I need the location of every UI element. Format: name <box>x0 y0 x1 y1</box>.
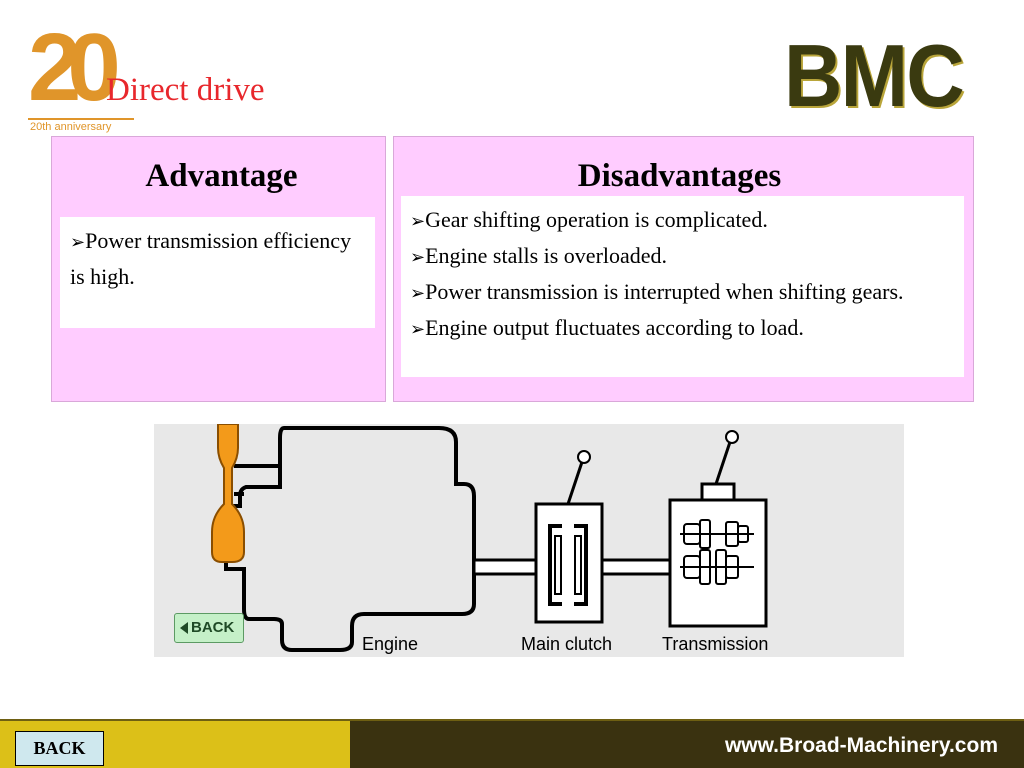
engine-label: Engine <box>362 634 418 654</box>
disadvantage-item: Power transmission is interrupted when s… <box>410 275 960 311</box>
clutch-lever <box>566 461 584 505</box>
clutch-plate-right <box>574 524 588 606</box>
clutch-plate-inner-right <box>574 535 582 595</box>
shift-lever <box>714 441 732 485</box>
diagram-back-label: BACK <box>191 619 235 636</box>
clutch-housing <box>534 502 604 624</box>
disadvantage-item: Engine stalls is overloaded. <box>410 239 960 275</box>
diagram-back-button[interactable]: BACK <box>174 613 244 643</box>
transmission-label: Transmission <box>662 634 768 654</box>
back-button[interactable]: BACK <box>15 731 104 766</box>
shift-lever-knob <box>725 430 739 444</box>
back-arrow-icon <box>180 622 188 634</box>
advantage-heading: Advantage <box>145 158 298 194</box>
throttle-lever <box>211 423 245 563</box>
clutch-plate-left <box>548 524 562 606</box>
transmission-cap <box>700 482 736 502</box>
lever-link <box>234 464 282 496</box>
drivetrain-diagram: Engine Main clutch Transmission <box>154 423 904 657</box>
output-shaft <box>472 558 538 576</box>
disadvantage-item: Gear shifting operation is complicated. <box>410 203 960 239</box>
clutch-label: Main clutch <box>521 634 612 654</box>
gear-set <box>680 519 754 585</box>
anniversary-logo: 20 <box>28 14 121 121</box>
drivetrain-svg: Engine Main clutch Transmission <box>211 423 768 654</box>
disadvantage-item: Engine output fluctuates according to lo… <box>410 311 960 347</box>
brand-logo: BMC <box>784 26 965 125</box>
advantage-item: Power transmission efficiency is high. <box>70 224 370 294</box>
disadvantages-list: Gear shifting operation is complicated. … <box>410 203 960 347</box>
website-url[interactable]: www.Broad-Machinery.com <box>724 734 998 757</box>
connecting-shaft <box>600 558 672 576</box>
page-title: Direct drive <box>106 72 265 108</box>
anniversary-logo-subtitle: 20th anniversary <box>28 118 134 134</box>
clutch-lever-knob <box>577 450 591 464</box>
footer-right-bar <box>350 721 1024 768</box>
footer-divider <box>0 719 1024 721</box>
engine-outline <box>224 426 476 652</box>
clutch-plate-inner-left <box>554 535 562 595</box>
disadvantages-heading: Disadvantages <box>577 158 782 194</box>
advantage-list: Power transmission efficiency is high. <box>70 224 370 294</box>
